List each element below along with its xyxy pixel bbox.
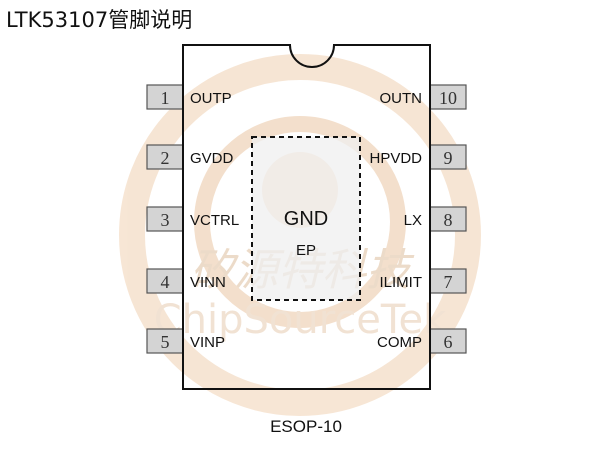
watermark-en: ChipSourceTek [154,297,447,343]
pin-10-name: OUTN [380,90,423,107]
pin-9-name: HPVDD [369,150,422,167]
pin-6-lead [429,328,467,354]
right-pin-labels: OUTN HPVDD LX ILIMIT COMP [369,90,422,351]
exposed-pad-net: GND [284,208,328,230]
pin-4-number: 4 [161,272,170,292]
pin-4-name: VINN [190,274,226,291]
exposed-pad-label: EP [296,242,316,259]
watermark-ring-inner [194,116,406,328]
package-name: ESOP-10 [270,417,342,436]
watermark-ring-outer [119,54,481,416]
pin-1-number: 1 [161,88,170,108]
pin-1-lead [146,84,184,110]
watermark: 矽源特科技 ChipSourceTek [119,54,481,416]
pin-8-name: LX [404,212,422,229]
pin-3-number: 3 [161,210,170,230]
package-body [182,44,431,390]
pin-8-number: 8 [444,210,453,230]
pin-9-number: 9 [444,148,453,168]
pin-7-number: 7 [444,272,453,292]
page-title: LTK53107管脚说明 [6,8,193,32]
exposed-pad [251,136,361,301]
pin-6-name: COMP [377,334,422,351]
pin-10-lead [429,84,467,110]
pin-1-name: OUTP [190,90,232,107]
pin-5-name: VINP [190,334,225,351]
pin-2-name: GVDD [190,150,234,167]
pin-9-lead [429,144,467,170]
pin-6-number: 6 [444,332,453,352]
pin-3-name: VCTRL [190,212,239,229]
pin-7-name: ILIMIT [379,274,422,291]
pin-7-lead [429,268,467,294]
left-pin-group: 1 2 3 4 5 [146,84,184,354]
pin-10-number: 10 [439,88,457,108]
pin-5-number: 5 [161,332,170,352]
pin-4-lead [146,268,184,294]
left-pin-labels: OUTP GVDD VCTRL VINN VINP [190,90,239,351]
pin-2-number: 2 [161,148,170,168]
